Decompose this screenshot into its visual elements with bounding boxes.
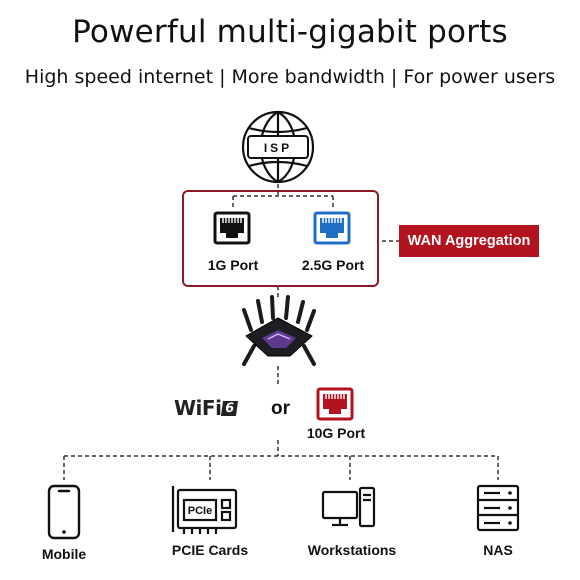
page-subtitle: High speed internet | More bandwidth | F…: [24, 66, 556, 88]
page-title: Powerful multi-gigabit ports: [72, 14, 508, 50]
port-label-10g: 10G Port: [306, 425, 366, 441]
mobile-icon: [47, 484, 81, 540]
ethernet-port-icon: [316, 387, 354, 421]
port-label-1g: 1G Port: [207, 257, 259, 273]
device-label-workstations: Workstations: [307, 542, 397, 558]
router-icon: [242, 295, 316, 366]
pcie-card-icon: [171, 486, 238, 534]
nas-icon: [476, 484, 520, 532]
connector-lines: [63, 184, 499, 480]
wan-aggregation-badge: WAN Aggregation: [399, 225, 539, 257]
device-label-pcie-cards: PCIE Cards: [171, 542, 249, 558]
device-label-nas: NAS: [483, 542, 513, 558]
wan-ports-box: [182, 190, 379, 287]
ethernet-port-icon: [213, 211, 251, 245]
wifi-generation-badge: 6: [221, 401, 239, 416]
pcie-chip-label: PCIe: [188, 505, 212, 517]
wifi-label: WiFi: [174, 396, 222, 420]
ethernet-port-icon: [313, 211, 351, 245]
workstation-icon: [321, 486, 376, 528]
isp-label: ISP: [264, 141, 292, 155]
port-label-2-5g: 2.5G Port: [301, 257, 365, 273]
or-label: or: [271, 398, 290, 419]
globe-icon: [241, 110, 315, 184]
device-label-mobile: Mobile: [41, 546, 87, 562]
